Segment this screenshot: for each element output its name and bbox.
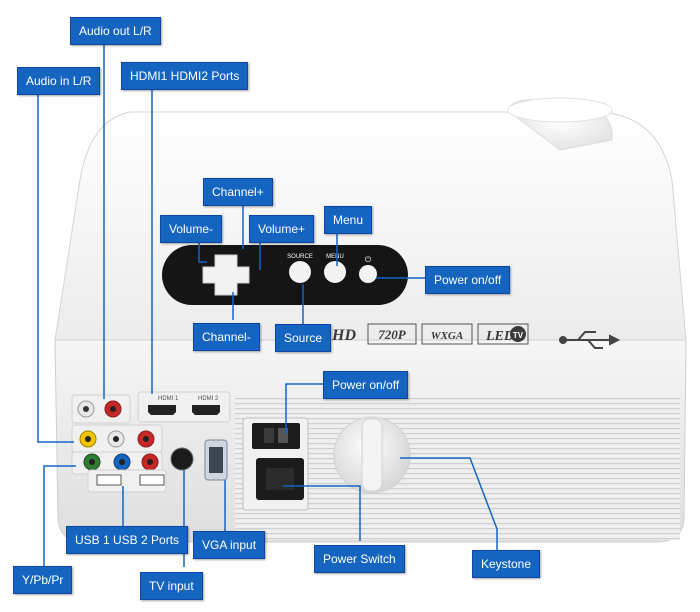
label-channel-plus: Channel+ (203, 178, 273, 206)
logo-hd: HD (331, 327, 356, 344)
logo-wxga: WXGA (431, 330, 463, 342)
label-volume-minus: Volume- (160, 215, 223, 243)
direction-pad[interactable] (202, 254, 250, 296)
source-button-label: SOURCE (287, 254, 313, 260)
label-power-top: Power on/off (425, 266, 511, 294)
power-switch[interactable] (252, 423, 300, 449)
menu-button[interactable] (324, 261, 346, 283)
hdmi1-port[interactable] (148, 405, 176, 415)
label-source: Source (275, 324, 332, 352)
label-power-rear: Power on/off (323, 371, 409, 399)
tv-input-port[interactable] (170, 447, 194, 471)
label-usb-ports: USB 1 USB 2 Ports (66, 526, 189, 554)
hdmi1-label: HDMI 1 (158, 396, 179, 402)
hdmi2-port[interactable] (192, 405, 220, 415)
power-button[interactable] (359, 265, 377, 283)
source-button[interactable] (289, 261, 311, 283)
label-keystone: Keystone (472, 550, 541, 578)
label-hdmi-ports: HDMI1 HDMI2 Ports (121, 62, 249, 90)
logo-tv: TV (513, 331, 524, 340)
label-tv-input: TV input (140, 572, 203, 600)
label-audio-out: Audio out L/R (70, 17, 161, 45)
label-vga-input: VGA input (193, 531, 266, 559)
power-symbol-icon: ⏻ (365, 255, 372, 264)
usb2-port[interactable] (139, 474, 165, 486)
logo-led: LED (485, 329, 514, 344)
label-volume-plus: Volume+ (249, 215, 315, 243)
menu-button-label: MENU (326, 254, 344, 260)
logo-720p: 720P (378, 327, 407, 342)
hdmi2-label: HDMI 2 (198, 396, 219, 402)
label-menu: Menu (324, 206, 373, 234)
label-channel-minus: Channel- (193, 323, 260, 351)
usb-logo-icon (559, 331, 621, 349)
label-ypbpr: Y/Pb/Pr (13, 566, 73, 594)
usb1-port[interactable] (96, 474, 122, 486)
label-audio-in: Audio in L/R (17, 67, 101, 95)
label-power-switch: Power Switch (314, 545, 405, 573)
